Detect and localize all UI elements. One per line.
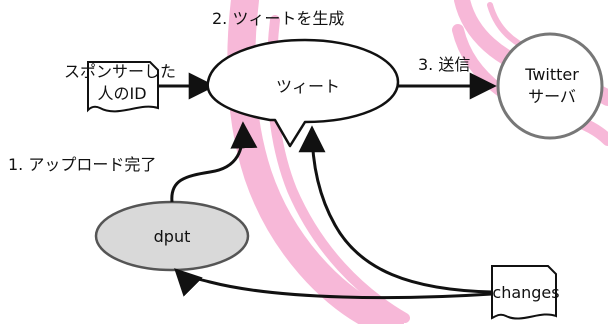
arrow-changes-to-dput: [174, 268, 493, 300]
twitter-server-label-line2: サーバ: [528, 87, 576, 106]
tweet-bubble: ツィート: [206, 38, 400, 148]
dput-label: dput: [154, 227, 191, 246]
arrow-dput-to-tweet: [170, 121, 258, 203]
sponsor-id-label-line2: 人のID: [97, 84, 146, 103]
arrow-changes-to-tweet: [298, 125, 493, 294]
changes-label: changes: [492, 283, 559, 302]
twitter-server-label-line1: Twitter: [524, 65, 579, 84]
dput-node: dput: [94, 200, 250, 272]
changes-document: changes: [491, 265, 560, 320]
tweet-label: ツィート: [276, 77, 340, 96]
twitter-server-node: Twitter サーバ: [496, 32, 604, 140]
step3-label: 3. 送信: [418, 55, 470, 74]
sponsor-id-label-line1: スポンサーした: [64, 62, 176, 81]
step1-label: 1. アップロード完了: [8, 155, 156, 174]
step2-label: 2. ツィートを生成: [212, 9, 344, 28]
sponsor-id-document: スポンサーした 人のID: [64, 61, 176, 113]
